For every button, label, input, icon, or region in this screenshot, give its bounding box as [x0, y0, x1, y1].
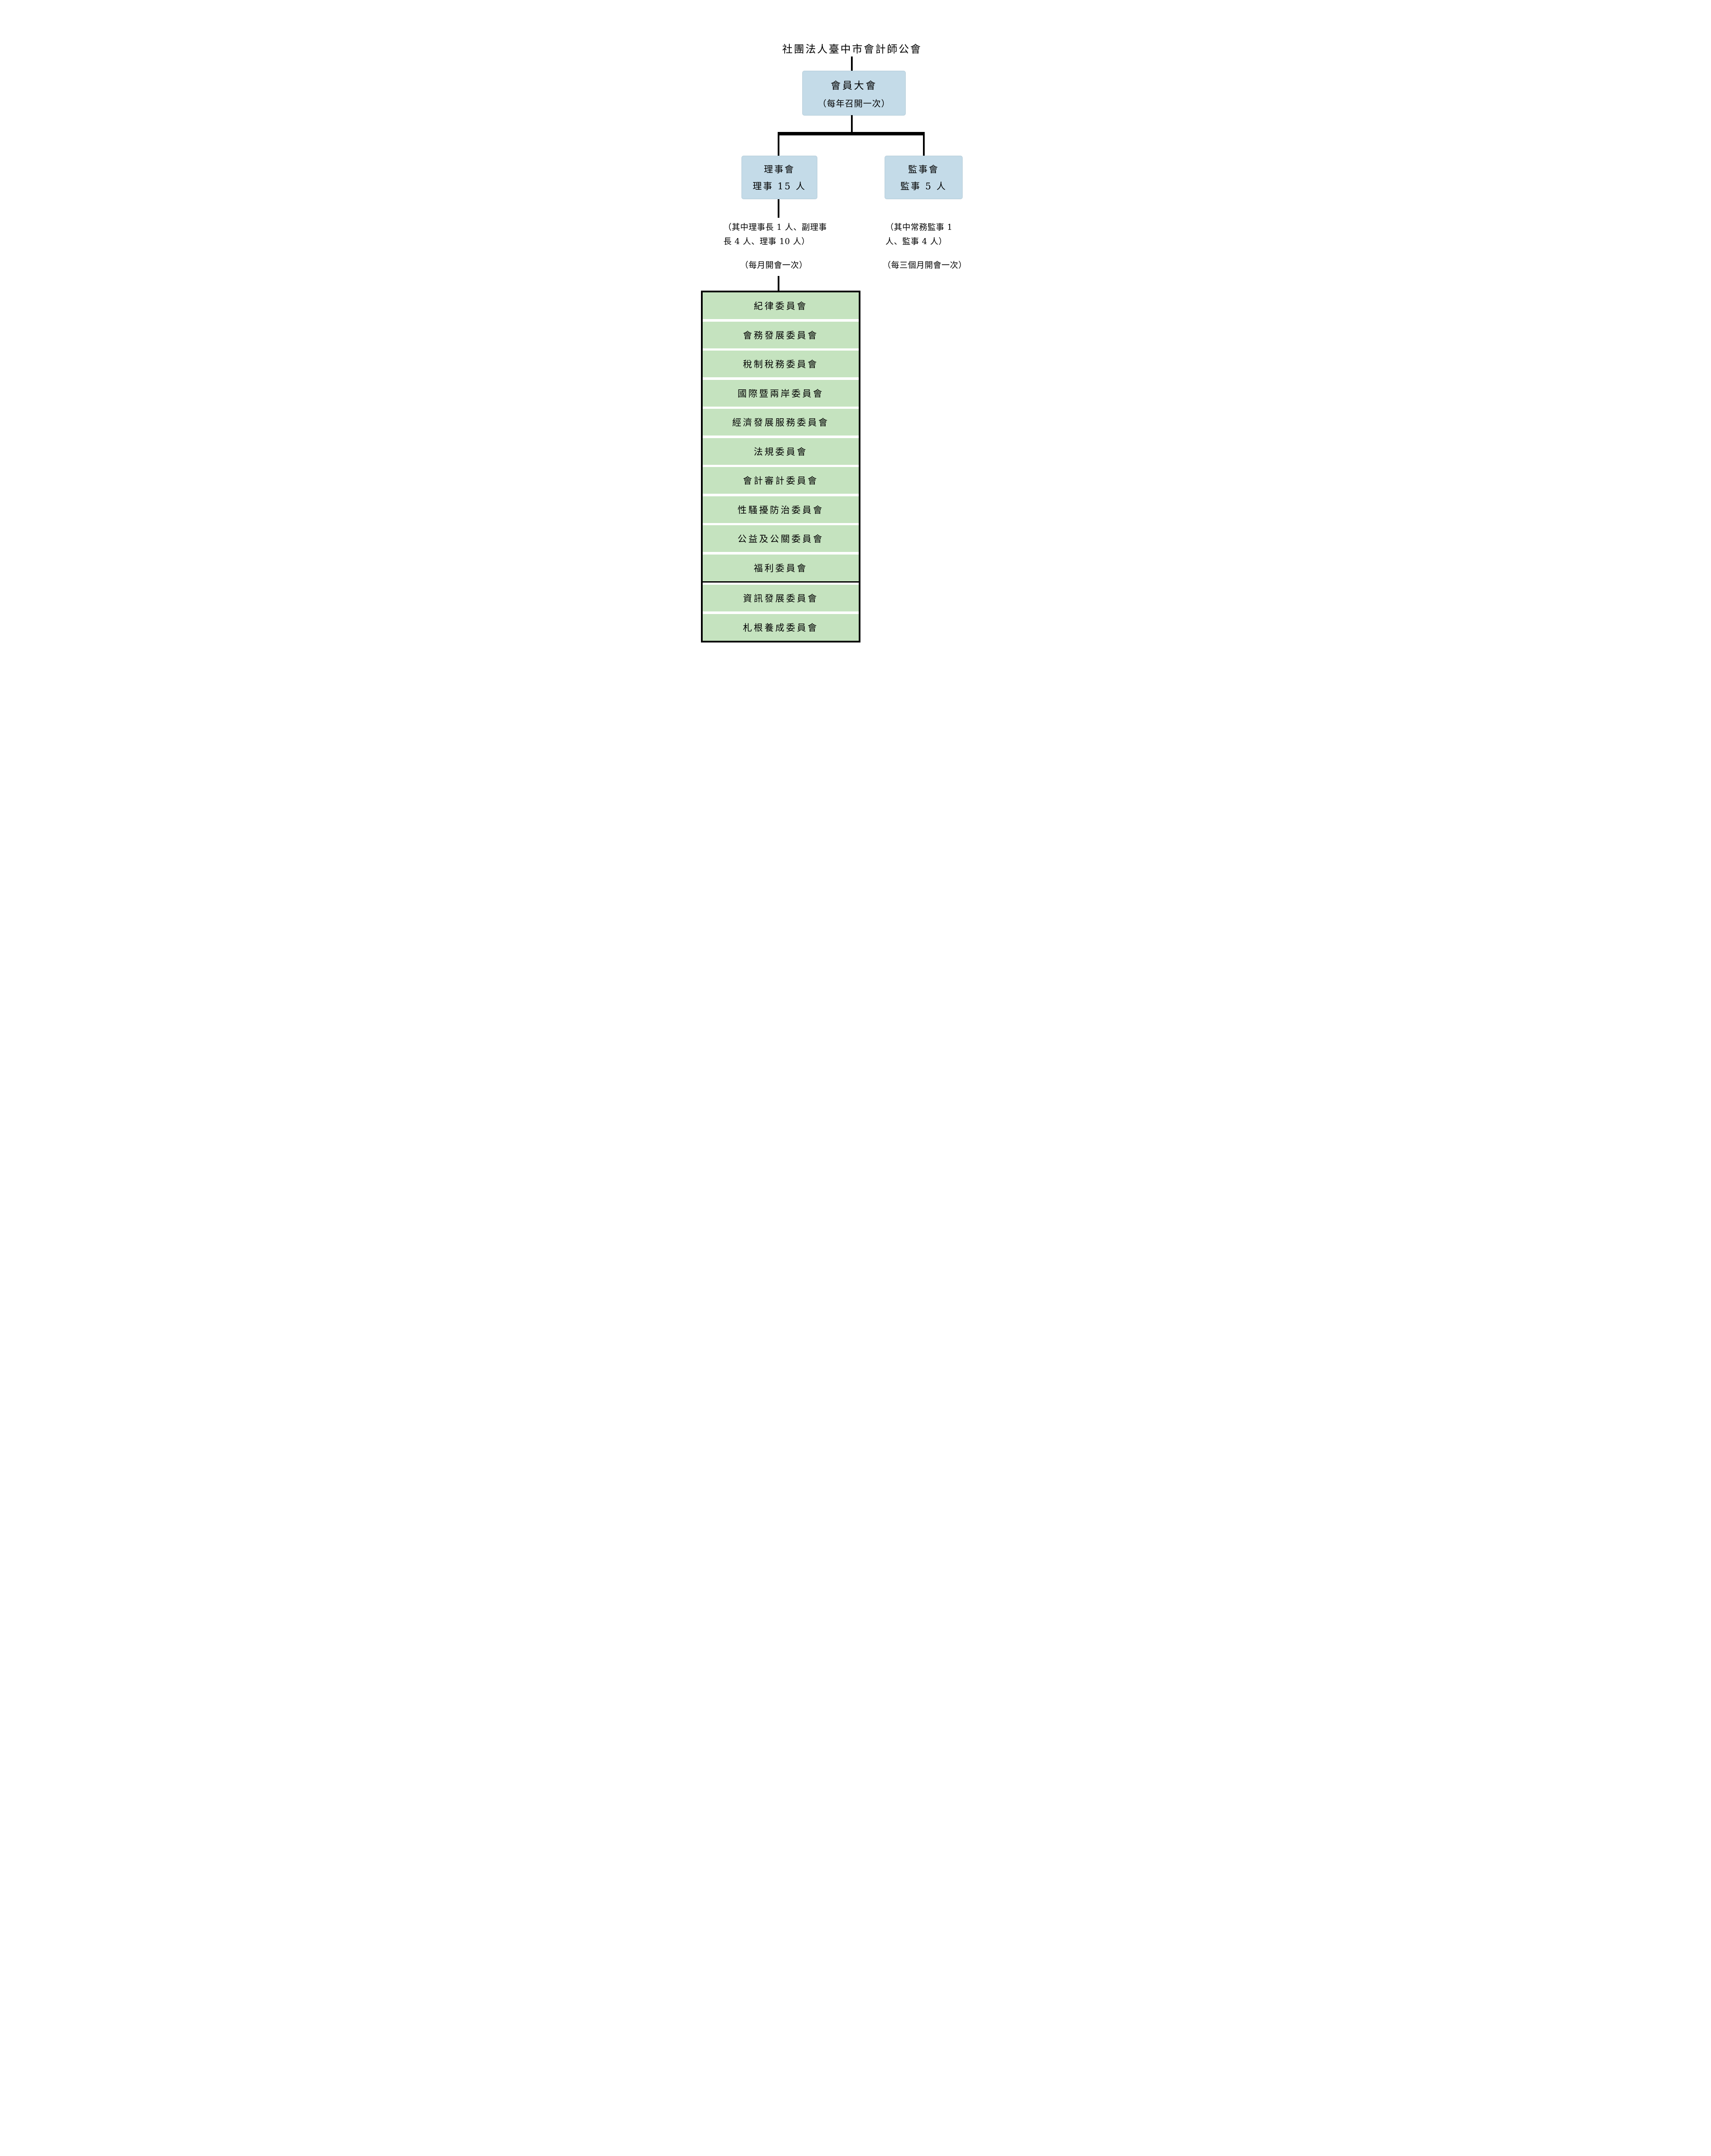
committee-row: 資訊發展委員會	[703, 585, 859, 611]
connector-title-to-assembly	[851, 56, 853, 71]
supervisor-meeting-frequency: （每三個月開會一次）	[882, 260, 967, 270]
board-composition-note: （其中理事長 1 人、副理事 長 4 人、理事 10 人）	[723, 220, 827, 249]
supervisor-composition-note: （其中常務監事 1 人、監事 4 人）	[885, 220, 980, 249]
node-board-of-directors: 理事會 理事 15 人	[741, 156, 817, 199]
member-assembly-label: 會員大會	[831, 80, 877, 91]
node-board-of-supervisors: 監事會 監事 5 人	[885, 156, 963, 199]
supervisors-label: 監事會	[908, 164, 939, 175]
board-label: 理事會	[764, 164, 795, 175]
node-member-assembly: 會員大會 （每年召開一次）	[802, 71, 906, 116]
committee-row: 紀律委員會	[703, 292, 859, 319]
org-chart-page: 社團法人臺中市會計師公會 會員大會 （每年召開一次） 理事會 理事 15 人 監…	[613, 0, 1098, 685]
committee-row: 會務發展委員會	[703, 321, 859, 348]
connector-branch-to-board	[778, 132, 779, 156]
connector-note-to-committees	[778, 276, 779, 291]
committee-row: 會計審計委員會	[703, 467, 859, 494]
committee-row: 札根養成委員會	[703, 614, 859, 641]
committee-row: 稅制稅務委員會	[703, 351, 859, 377]
committee-row: 性騷擾防治委員會	[703, 496, 859, 523]
supervisor-note-line1: （其中常務監事 1	[885, 222, 953, 232]
committees-panel: 紀律委員會會務發展委員會稅制稅務委員會國際暨兩岸委員會經濟發展服務委員會法規委員…	[701, 291, 860, 642]
committee-row: 公益及公關委員會	[703, 525, 859, 552]
supervisor-note-line2: 人、監事 4 人）	[885, 237, 947, 246]
committee-row: 福利委員會	[703, 554, 859, 581]
board-note-line1: （其中理事長 1 人、副理事	[723, 222, 827, 232]
board-member-count: 理事 15 人	[752, 181, 807, 191]
connector-board-to-note	[778, 199, 779, 218]
page-title: 社團法人臺中市會計師公會	[782, 43, 922, 55]
committee-group-divider	[703, 581, 859, 583]
board-meeting-frequency: （每月開會一次）	[740, 260, 807, 270]
supervisors-member-count: 監事 5 人	[900, 181, 947, 191]
board-note-line2: 長 4 人、理事 10 人）	[723, 237, 810, 246]
committee-row: 國際暨兩岸委員會	[703, 379, 859, 407]
connector-branch-to-supervisors	[923, 132, 925, 156]
member-assembly-frequency: （每年召開一次）	[818, 98, 890, 109]
committee-row: 法規委員會	[703, 438, 859, 465]
connector-assembly-to-branch	[851, 115, 853, 132]
branch-horizontal-bar	[778, 132, 925, 135]
committee-row: 經濟發展服務委員會	[703, 409, 859, 436]
